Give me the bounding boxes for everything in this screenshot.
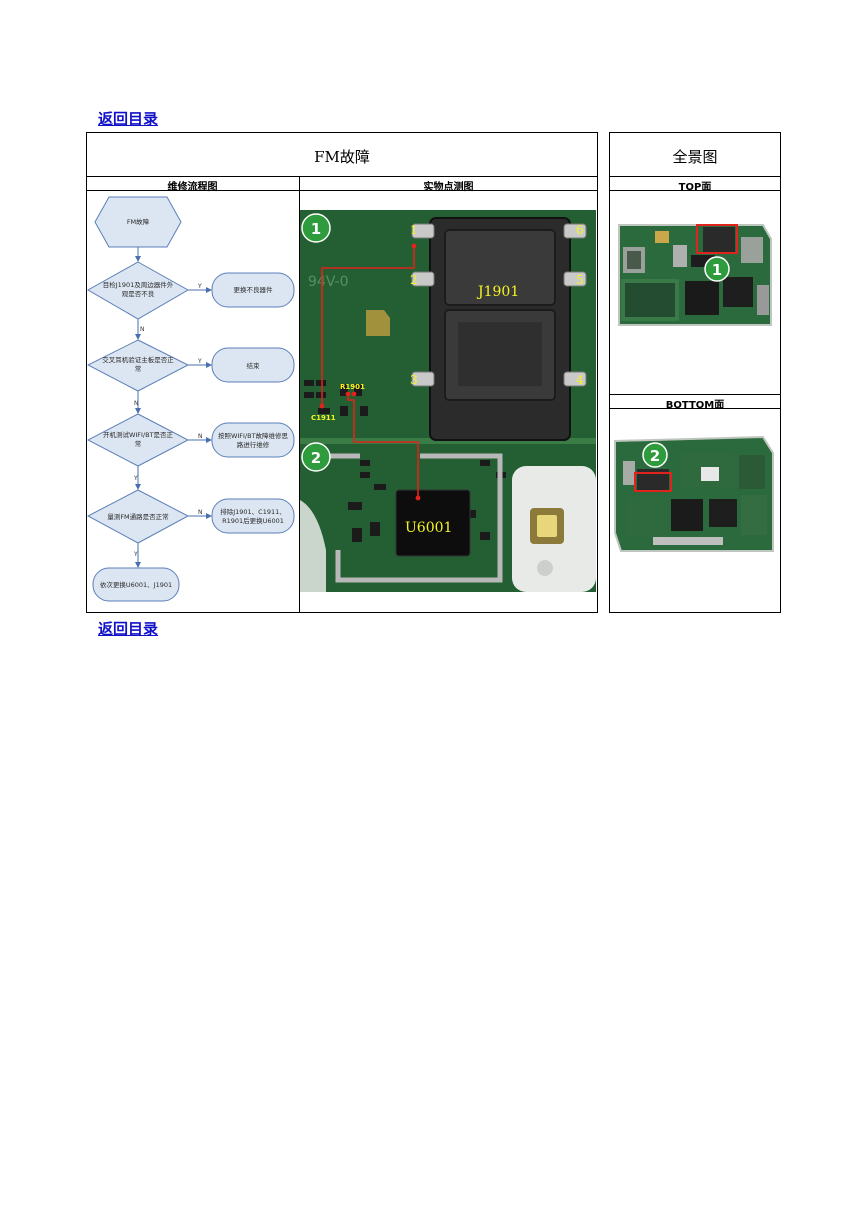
pcb-silk-text: 94V-0 (308, 274, 349, 290)
top-side-label: TOP面 (678, 182, 712, 193)
flow-decision-3 (87, 413, 190, 467)
flow-yes-label-2: Y (197, 358, 202, 365)
flow-start-text: FM故障 (127, 217, 150, 226)
u6001-chip (395, 489, 471, 557)
pcb-measurement-photo: 94V-0 1 2 3 4 5 6 J1901 U6001 (300, 210, 596, 592)
fault-title: FM故障 (314, 148, 370, 166)
overview-title: 全景图 (672, 148, 718, 166)
flow-yes-label-3: Y (133, 475, 138, 482)
c1911-label: C1911 (311, 414, 336, 422)
flow-decision-1 (87, 261, 190, 320)
board-top-overview-photo: 1 (618, 224, 772, 326)
flow-end-text: 依次更换U6001、J1901 (100, 580, 172, 589)
flow-decision-4-text: 量测FM通路是否正常 (107, 512, 168, 521)
repair-flowchart: FM故障 目检J1901及周边器件外 观是否不良 交叉耳机验证主板是否正 常 开… (87, 196, 295, 602)
measure-point-badge-2-text: 2 (311, 449, 321, 467)
top-overview-badge (704, 256, 730, 282)
overview-divider-2 (609, 190, 781, 191)
r1901-label: R1901 (340, 383, 365, 391)
flow-action-1 (211, 272, 295, 308)
flow-start-node (94, 196, 182, 248)
flow-yes-label-4: Y (133, 551, 138, 558)
bottom-overview-badge-text: 2 (650, 447, 660, 465)
flow-no-label-2: N (134, 400, 139, 407)
flow-action-4 (211, 498, 295, 534)
main-table-divider-2 (86, 190, 598, 191)
flow-action-1-text: 更换不良器件 (234, 285, 274, 294)
pin-label-6: 6 (576, 223, 584, 237)
flow-decision-4 (87, 489, 190, 544)
j1901-label: J1901 (476, 284, 519, 300)
pin-label-5: 5 (576, 273, 584, 287)
pin-label-3: 3 (410, 373, 418, 387)
flow-decision-3-text-1: 开机测试WIFI/BT是否正 (103, 430, 174, 439)
top-overview-badge-text: 1 (712, 261, 722, 279)
flowchart-column-header: 维修流程图 (167, 182, 218, 193)
overview-divider-1 (609, 176, 781, 177)
measure-point-badge-1 (301, 213, 331, 243)
flow-decision-1-text-1: 目检J1901及周边器件外 (103, 280, 174, 289)
flow-action-2-text: 结束 (247, 361, 261, 370)
bottom-side-label: BOTTOM面 (665, 400, 725, 411)
flow-decision-2 (87, 339, 190, 392)
board-bottom-overview-photo: 2 (614, 435, 774, 552)
flow-no-label-4: N (198, 509, 203, 516)
flow-action-3-text-1: 按照WIFI/BT故障维修思 (218, 431, 289, 440)
back-to-contents-link-top[interactable]: 返回目录 (98, 110, 159, 128)
flow-action-4-text-1: 排除J1901、C1911、 (220, 507, 286, 516)
overview-divider-4 (609, 408, 781, 409)
measure-point-badge-1-text: 1 (311, 220, 321, 238)
u6001-label: U6001 (405, 520, 452, 536)
main-table-divider-1 (86, 176, 598, 177)
flow-no-label-3: N (198, 433, 203, 440)
flow-decision-3-text-2: 常 (135, 439, 142, 448)
flow-decision-2-text-2: 常 (135, 364, 142, 373)
pin-label-4: 4 (576, 373, 584, 387)
main-table-column-divider (299, 176, 300, 613)
flow-action-4-text-2: R1901后更换U6001 (222, 516, 284, 525)
flow-action-3 (211, 422, 295, 458)
flow-action-2 (211, 347, 295, 383)
measure-point-badge-2 (301, 442, 331, 472)
overview-divider-3 (609, 394, 781, 395)
flow-yes-label-1: Y (197, 283, 202, 290)
flow-action-3-text-2: 路进行维修 (237, 440, 270, 449)
pin-label-2: 2 (410, 273, 418, 287)
photo-column-header: 实物点测图 (423, 182, 474, 193)
pin-label-1: 1 (410, 223, 418, 237)
flow-no-label-1: N (140, 326, 145, 333)
bottom-overview-badge (642, 442, 668, 468)
flow-decision-1-text-2: 观是否不良 (122, 289, 155, 298)
flow-end-node (92, 567, 180, 602)
flow-decision-2-text-1: 交叉耳机验证主板是否正 (102, 355, 174, 364)
back-to-contents-link-bottom[interactable]: 返回目录 (98, 620, 159, 638)
